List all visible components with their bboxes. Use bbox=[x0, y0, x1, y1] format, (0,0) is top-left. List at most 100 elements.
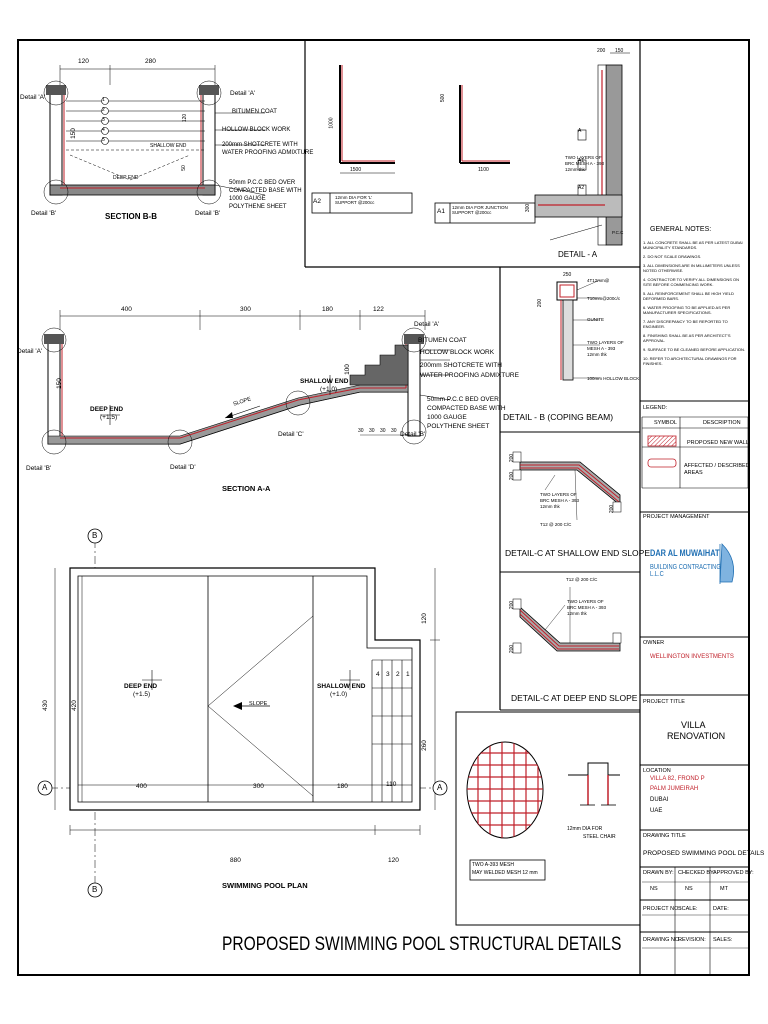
drawing-sheet bbox=[17, 39, 750, 976]
company-logo: DAR AL MUWAIHAT BUILDING CONTRACTING L.L… bbox=[650, 540, 742, 586]
drawing-no-label: DRAWING NO.: bbox=[643, 937, 683, 943]
aa-detail-a-right: Detail 'A' bbox=[414, 321, 440, 328]
aa-dim-180: 180 bbox=[322, 306, 333, 313]
logo-line-2: BUILDING CONTRACTING L.L.C bbox=[650, 564, 721, 578]
db-note-7: 100mm HOLLOW BLOCK bbox=[587, 376, 640, 381]
detail-c-shallow-drawing bbox=[512, 451, 622, 521]
aa-dim-30b: 30 bbox=[369, 428, 375, 434]
aa-note-6: COMPACTED BASE WITH bbox=[427, 405, 506, 412]
aa-dim-30d: 30 bbox=[391, 428, 397, 434]
logo-sail-icon bbox=[719, 543, 735, 584]
aa-detail-b-left: Detail 'B' bbox=[26, 465, 52, 472]
db-note-5: MESH A - 393 bbox=[587, 346, 616, 351]
location-3: DUBAI bbox=[650, 797, 669, 803]
bb-dim-120: 120 bbox=[78, 58, 89, 65]
dcs-mark-3: 200 bbox=[609, 504, 616, 514]
sheet-title: PROPOSED SWIMMING POOL STRUCTURAL DETAIL… bbox=[222, 934, 622, 955]
aa-dim-400: 400 bbox=[121, 306, 132, 313]
dcs-note-4: T12 @ 200 C/C bbox=[540, 522, 572, 527]
da-note-1: TWO LAYERS OF bbox=[565, 155, 602, 160]
plan-dim-260: 260 bbox=[420, 740, 428, 751]
db-note-4: TWO LAYERS OF bbox=[587, 340, 624, 345]
general-notes-title: GENERAL NOTES: bbox=[650, 226, 712, 233]
location-1: VILLA 82, FROND P bbox=[650, 776, 705, 782]
project-title-label: PROJECT TITLE bbox=[643, 699, 685, 705]
detail-a-title: DETAIL - A bbox=[558, 250, 598, 259]
dcs-mark-2: 200 bbox=[509, 471, 516, 481]
approved-by-label: APPROVED BY: bbox=[713, 870, 754, 876]
legend-row-1: PROPOSED NEW WALL bbox=[687, 440, 749, 446]
bb-note-2: HOLLOW BLOCK WORK bbox=[222, 127, 291, 133]
mesh-note-2: MAY WELDED MESH 12 mm bbox=[472, 870, 538, 876]
general-note-2: 2. DO NOT SCALE DRAWINGS. bbox=[643, 254, 702, 259]
dcd-note-2: TWO LAYERS OF bbox=[567, 599, 604, 604]
general-note-9: 9. SURFACE TO BE CLEANED BEFORE APPLICAT… bbox=[643, 347, 746, 352]
aa-dim-30a: 30 bbox=[358, 428, 364, 434]
bb-note-7: 1000 GAUGE bbox=[229, 196, 266, 202]
date-label: DATE: bbox=[713, 906, 729, 912]
bb-detail-b-left: Detail 'B' bbox=[31, 210, 57, 217]
plan-dim-120b: 120 bbox=[388, 857, 399, 864]
dcd-note-4: 12mm thk bbox=[567, 611, 587, 616]
general-note-3: 3. ALL DIMENSIONS ARE IN MILLIMETERS UNL… bbox=[643, 263, 740, 273]
db-dim-200: 200 bbox=[537, 298, 544, 308]
plan-dim-120: 120 bbox=[420, 613, 428, 624]
drawing-title-label: DRAWING TITLE bbox=[643, 833, 686, 839]
section-bb-title: SECTION B-B bbox=[105, 212, 157, 221]
plan-shallow-level: (+1.0) bbox=[330, 691, 348, 698]
detail-a-drawing bbox=[311, 52, 630, 246]
aa-shallow-end: SHALLOW END bbox=[300, 378, 349, 385]
aa-note-5: 50mm P.C.C BED OVER bbox=[427, 396, 499, 403]
plan-dim-300: 300 bbox=[253, 783, 264, 790]
dcd-mark-2: 200 bbox=[509, 644, 516, 654]
plan-dim-110: 110 bbox=[386, 781, 397, 788]
bb-level-2: 2 bbox=[102, 107, 105, 113]
bb-level-4: 4 bbox=[102, 127, 105, 133]
bb-dim-50: 50 bbox=[180, 165, 187, 171]
dcd-note-3: BRC MESH A - 393 bbox=[567, 605, 607, 610]
project-management-label: PROJECT MANAGEMENT bbox=[643, 514, 710, 520]
section-aa-title: SECTION A-A bbox=[222, 484, 271, 493]
dcs-note-1: TWO LAYERS OF bbox=[540, 492, 577, 497]
bb-dim-280: 280 bbox=[145, 58, 156, 65]
drawn-by-label: DRAWN BY: bbox=[643, 870, 674, 876]
bb-note-5: 50mm P.C.C BED OVER bbox=[229, 180, 296, 186]
dcs-note-2: BRC MESH A - 393 bbox=[540, 498, 580, 503]
da-dim-150: 150 bbox=[615, 48, 624, 54]
plan-step-3: 3 bbox=[386, 671, 390, 678]
bb-detail-a-left: Detail 'A' bbox=[20, 94, 46, 101]
bb-detail-b-right: Detail 'B' bbox=[195, 210, 221, 217]
dcd-note-1: T12 @ 200 C/C bbox=[566, 577, 598, 582]
general-note-1: 1. ALL CONCRETE SHALL BE AS PER LATEST D… bbox=[643, 240, 743, 250]
bb-dim-120b: 120 bbox=[182, 113, 189, 123]
logo-line-1: DAR AL MUWAIHAT bbox=[650, 548, 720, 558]
bb-level-5: 5 bbox=[102, 137, 105, 143]
chair-note-1: 12mm DIA FOR bbox=[567, 826, 603, 832]
aa-note-8: POLYTHENE SHEET bbox=[427, 423, 490, 430]
general-note-10: 10. REFER TO ARCHITECTURAL DRAWINGS FOR … bbox=[643, 356, 737, 366]
plan-grid-b-top: B bbox=[92, 531, 98, 540]
db-note-3: GUNITE bbox=[587, 317, 605, 322]
aa-detail-b-right: Detail 'B' bbox=[400, 431, 426, 438]
mesh-note-1: TWO A-393 MESH bbox=[472, 862, 514, 868]
plan-deep-end: DEEP END bbox=[124, 683, 158, 690]
bb-note-4: WATER PROOFING ADMIXTURE bbox=[222, 150, 314, 156]
bb-detail-a-right: Detail 'A' bbox=[230, 90, 256, 97]
db-note-1: 4T12mm@ bbox=[587, 278, 610, 283]
sales-label: SALES: bbox=[713, 937, 733, 943]
da-dim-200: 200 bbox=[597, 48, 606, 54]
da-mark-a: A bbox=[578, 128, 582, 134]
plan-dim-180: 180 bbox=[337, 783, 348, 790]
location-2: PALM JUMEIRAH bbox=[650, 786, 699, 792]
plan-dim-880: 880 bbox=[230, 857, 241, 864]
pool-plan-drawing bbox=[37, 528, 448, 898]
db-note-2: T10mm@200c/c bbox=[587, 296, 621, 301]
detail-c-shallow-title: DETAIL-C AT SHALLOW END SLOPE bbox=[505, 548, 651, 558]
bb-dim-150: 150 bbox=[69, 128, 77, 139]
da-mark-a2: A2 bbox=[313, 198, 321, 205]
bb-level-1: 1 bbox=[102, 97, 105, 103]
bb-deep-end: DEEP END bbox=[113, 175, 139, 181]
db-note-6: 12mm thk bbox=[587, 352, 607, 357]
project-title-2: RENOVATION bbox=[667, 731, 726, 741]
